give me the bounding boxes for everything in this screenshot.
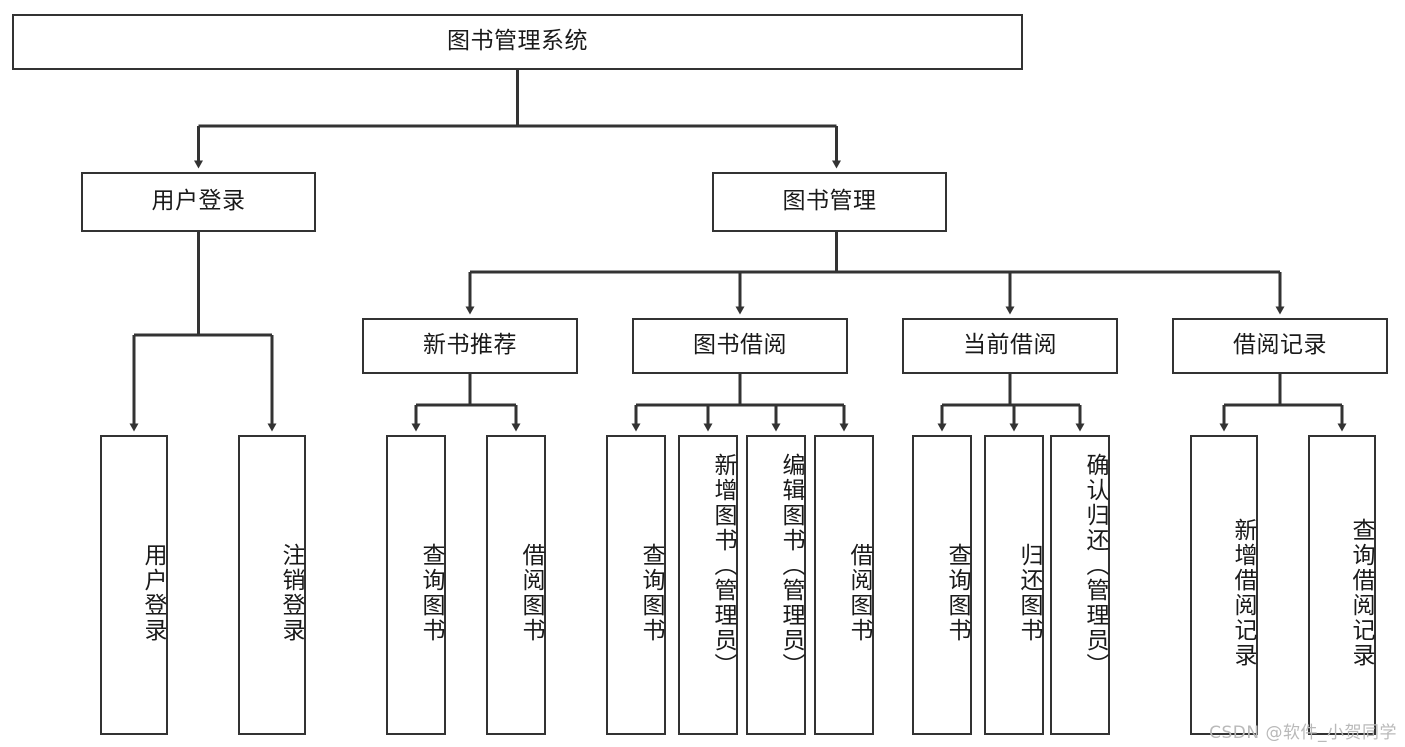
connector-borrow-record-to-leaves [1219,374,1347,432]
node-book-borrow[interactable]: 图书借阅 [632,318,848,374]
node-user-login[interactable]: 用户登录 [81,172,316,232]
node-label: 新增借阅记录 [1230,518,1256,668]
leaf-query-borrow-record[interactable]: 查询借阅记录 [1308,435,1376,735]
node-label: 借阅记录 [1233,332,1327,359]
node-label: 查询图书 [638,543,664,643]
node-root-system[interactable]: 图书管理系统 [12,14,1023,70]
node-label: 借阅图书 [846,543,872,643]
node-label: 当前借阅 [963,332,1057,359]
connector-user-login-to-leaves [129,232,277,432]
node-current-borrow[interactable]: 当前借阅 [902,318,1118,374]
node-label: 图书管理 [782,188,877,215]
csdn-watermark: CSDN @软件_小贺同学 [1209,723,1397,743]
node-label: 归还图书 [1016,543,1042,643]
node-label: 确认归还（管理员） [1082,453,1108,678]
node-label: 借阅图书 [518,543,544,643]
leaf-confirm-return-admin[interactable]: 确认归还（管理员） [1050,435,1110,735]
leaf-edit-book-admin[interactable]: 编辑图书（管理员） [746,435,806,735]
connector-book-mgmt-to-level3 [465,232,1285,315]
node-label: 编辑图书（管理员） [778,453,804,678]
node-borrow-record[interactable]: 借阅记录 [1172,318,1388,374]
leaf-add-book-admin[interactable]: 新增图书（管理员） [678,435,738,735]
node-book-management[interactable]: 图书管理 [712,172,947,232]
node-label: 新增图书（管理员） [710,453,736,678]
node-label: 用户登录 [151,188,246,215]
leaf-user-login[interactable]: 用户登录 [100,435,168,735]
leaf-logout[interactable]: 注销登录 [238,435,306,735]
connector-root-to-level2 [194,70,841,169]
node-label: 图书管理系统 [447,28,588,55]
leaf-query-books-borrow[interactable]: 查询图书 [606,435,666,735]
connector-book-borrow-to-leaves [631,374,849,432]
node-label: 查询借阅记录 [1348,518,1374,668]
leaf-borrow-books-borrow[interactable]: 借阅图书 [814,435,874,735]
node-label: 图书借阅 [693,332,787,359]
connector-current-borrow-to-leaves [937,374,1085,432]
leaf-query-books-current[interactable]: 查询图书 [912,435,972,735]
leaf-borrow-books-recommend[interactable]: 借阅图书 [486,435,546,735]
connector-new-book-to-leaves [411,374,521,432]
node-label: 用户登录 [140,543,166,643]
leaf-query-books-recommend[interactable]: 查询图书 [386,435,446,735]
node-label: 查询图书 [944,543,970,643]
node-new-book-recommend[interactable]: 新书推荐 [362,318,578,374]
leaf-add-borrow-record[interactable]: 新增借阅记录 [1190,435,1258,735]
leaf-return-books[interactable]: 归还图书 [984,435,1044,735]
node-label: 查询图书 [418,543,444,643]
node-label: 注销登录 [278,543,304,643]
node-label: 新书推荐 [423,332,517,359]
